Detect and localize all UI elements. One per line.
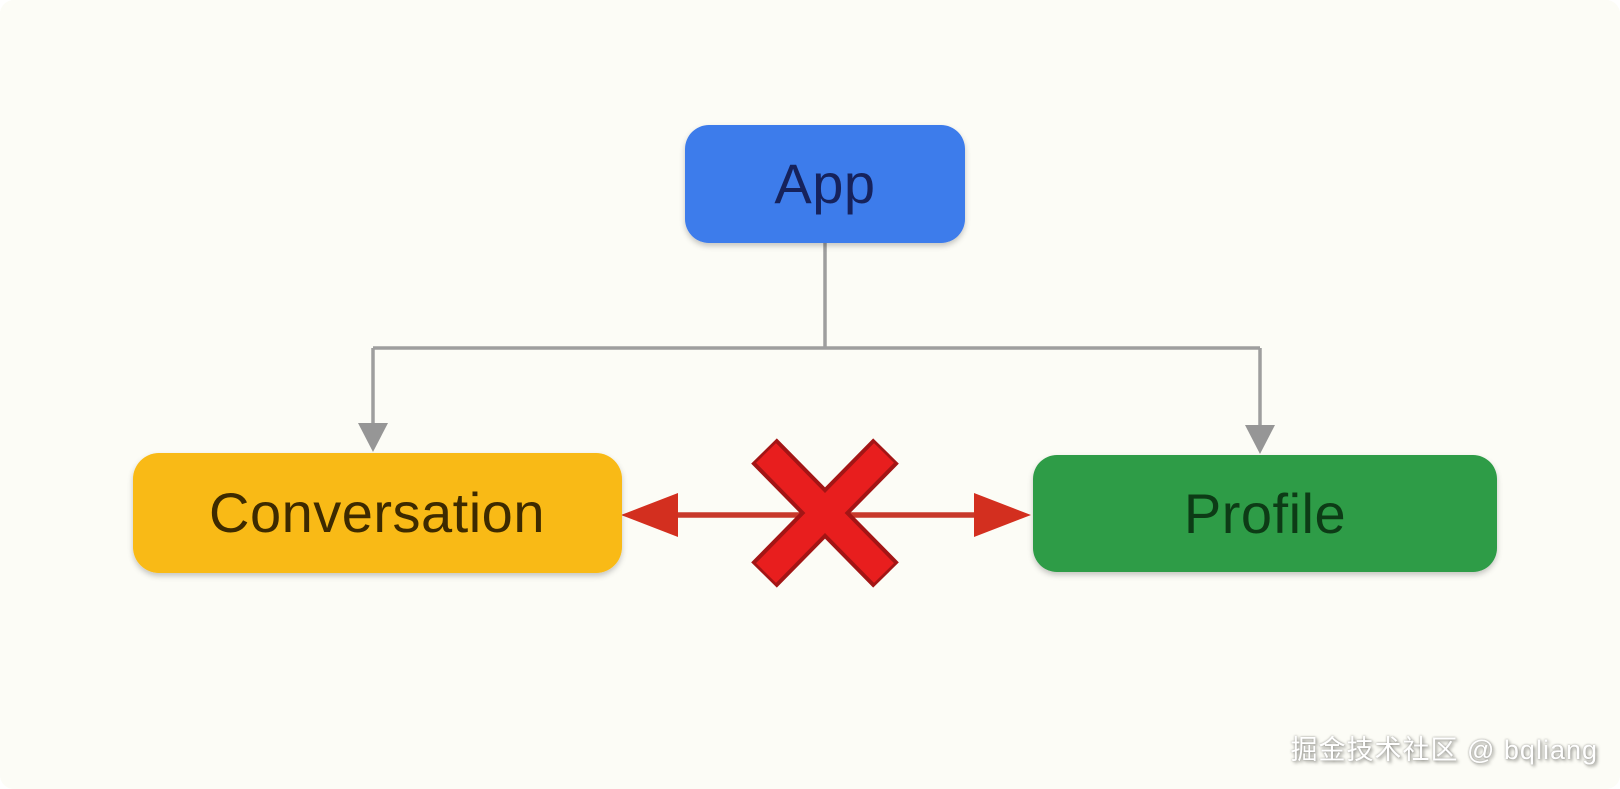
blocked-x-icon (751, 438, 899, 588)
blocked-link (621, 438, 1031, 588)
tree-connectors (358, 243, 1275, 454)
blocked-link-right-arrowhead (974, 493, 1031, 537)
node-app: App (685, 125, 965, 243)
node-app-box (685, 125, 965, 243)
node-profile-label: Profile (1184, 482, 1346, 545)
node-conversation-box (133, 453, 622, 573)
arrowhead-to-profile (1245, 425, 1275, 454)
node-conversation: Conversation (133, 453, 622, 573)
blocked-link-left-arrowhead (621, 493, 678, 537)
watermark-text: 掘金技术社区 @ bqliang (1290, 735, 1598, 765)
tree-connector-lines (371, 243, 1262, 426)
node-profile-box (1033, 455, 1497, 572)
arrowhead-to-conversation (358, 423, 388, 452)
blocked-x-fill (756, 443, 894, 583)
node-profile: Profile (1033, 455, 1497, 572)
node-app-label: App (774, 152, 875, 215)
node-conversation-label: Conversation (209, 481, 545, 544)
